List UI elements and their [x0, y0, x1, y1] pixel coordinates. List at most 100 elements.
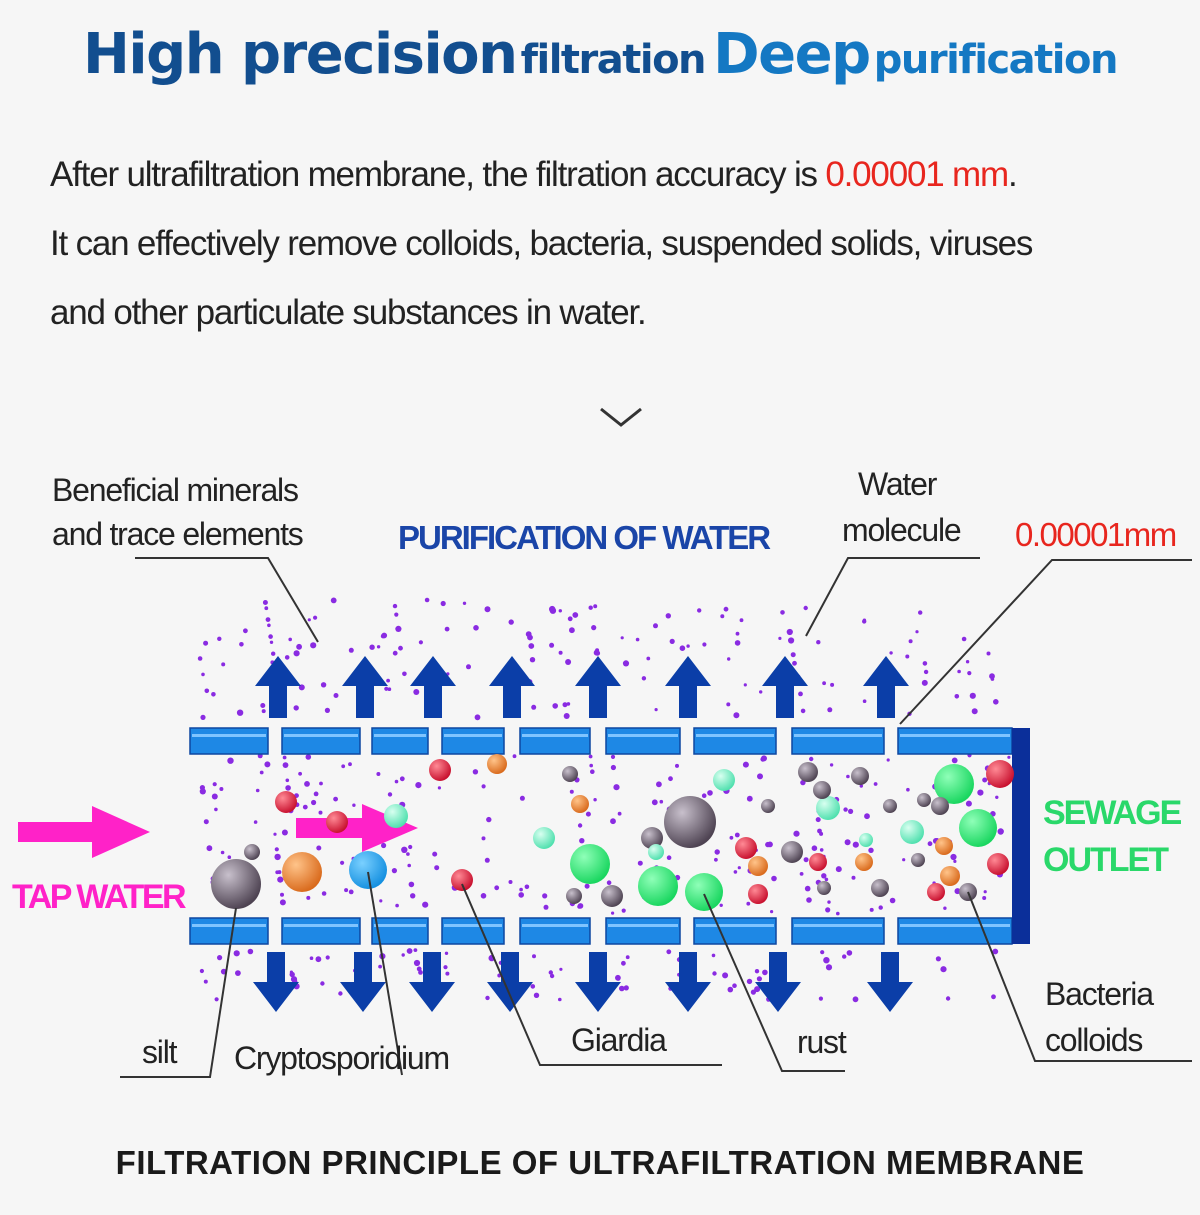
water-dot — [408, 881, 415, 888]
water-dot — [203, 640, 209, 646]
water-dot — [352, 803, 356, 807]
water-dot — [284, 655, 290, 660]
water-dot — [864, 813, 870, 820]
water-dot — [319, 781, 323, 786]
membrane-highlight — [900, 734, 1010, 737]
water-dot — [558, 650, 563, 655]
water-dot — [967, 671, 972, 676]
water-dot — [530, 984, 536, 989]
water-dot — [239, 642, 244, 647]
water-dot — [369, 644, 375, 650]
water-dot — [790, 652, 796, 658]
water-dot — [233, 950, 240, 957]
red-particle — [986, 760, 1014, 788]
gray-particle — [664, 796, 716, 848]
water-dot — [793, 830, 800, 837]
headline-part3: Deep — [713, 22, 871, 87]
water-dot — [889, 897, 896, 904]
water-dot — [588, 754, 593, 759]
water-dot — [623, 985, 629, 991]
water-dot — [440, 600, 446, 607]
water-dot — [921, 679, 928, 686]
membrane-highlight — [900, 924, 1010, 927]
water-dot — [668, 776, 673, 782]
water-dot — [264, 606, 269, 611]
water-dot — [935, 956, 942, 962]
water-dot — [316, 845, 322, 851]
water-dot — [965, 800, 972, 807]
water-dot — [552, 703, 558, 709]
water-dot — [415, 782, 422, 789]
water-dot — [408, 844, 413, 850]
water-dot — [519, 795, 525, 801]
water-dot — [727, 986, 734, 993]
water-dot — [485, 995, 490, 1001]
water-dot — [214, 807, 218, 812]
water-dot — [732, 983, 737, 988]
tap-water-label: TAP WATER — [12, 878, 187, 916]
membrane-highlight — [374, 734, 426, 737]
chevron-down-icon[interactable] — [598, 405, 644, 429]
water-dot — [859, 784, 863, 788]
water-dot — [473, 625, 479, 631]
water-dot — [821, 873, 827, 879]
green-particle — [638, 866, 678, 906]
down-arrow-icon — [575, 952, 621, 1012]
water-dot — [387, 792, 393, 797]
water-dot — [584, 883, 590, 889]
up-arrow-icon — [762, 656, 808, 718]
accuracy-highlight: 0.00001 mm — [825, 155, 1009, 194]
water-dot — [508, 880, 513, 884]
gray-particle — [562, 766, 578, 782]
water-dot — [563, 713, 570, 719]
label-bacteria-1: Bacteria — [1045, 976, 1154, 1012]
membrane-highlight — [608, 734, 678, 737]
down-arrow-icon — [867, 952, 913, 1012]
water-dot — [268, 634, 273, 639]
water-dot — [310, 642, 317, 649]
gray-particle — [817, 881, 831, 895]
water-dot — [418, 970, 423, 975]
water-dot — [203, 979, 208, 984]
water-dot — [969, 692, 976, 699]
water-dot — [617, 811, 622, 816]
water-dot — [302, 804, 308, 810]
water-dot — [825, 964, 833, 971]
water-dot — [395, 903, 399, 908]
water-dot — [830, 682, 835, 687]
water-dot — [739, 618, 744, 623]
water-dot — [983, 890, 987, 894]
water-dot — [199, 968, 204, 974]
water-dot — [348, 647, 354, 653]
description-line-3: and other particulate substances in wate… — [50, 293, 647, 332]
gray-particle — [931, 797, 949, 815]
water-dot — [392, 650, 398, 656]
water-dot — [819, 848, 824, 852]
membrane-highlight — [522, 924, 588, 927]
water-dot — [954, 888, 961, 895]
water-dot — [746, 795, 753, 802]
water-dot — [923, 669, 929, 675]
water-dot — [825, 907, 831, 913]
water-dot — [993, 699, 999, 705]
leader-line-bacteria — [967, 891, 1192, 1062]
down-arrow-icon — [755, 952, 801, 1012]
water-dot — [401, 846, 408, 853]
water-dot — [274, 853, 281, 861]
water-dot — [653, 623, 658, 629]
label-bacteria-2: colloids — [1045, 1022, 1143, 1058]
water-dot — [387, 687, 392, 691]
water-dot — [211, 793, 218, 800]
water-dot — [285, 785, 291, 791]
membrane-segment — [189, 917, 269, 945]
up-arrow-icon — [489, 656, 535, 718]
water-dot — [786, 628, 793, 636]
water-dot — [255, 788, 260, 793]
membrane-highlight — [794, 924, 882, 927]
orange-particle — [487, 754, 507, 774]
water-dot — [333, 693, 339, 698]
red-particle — [326, 811, 348, 833]
water-dot — [927, 841, 933, 847]
gray-particle — [641, 827, 663, 849]
water-dot — [654, 708, 658, 712]
